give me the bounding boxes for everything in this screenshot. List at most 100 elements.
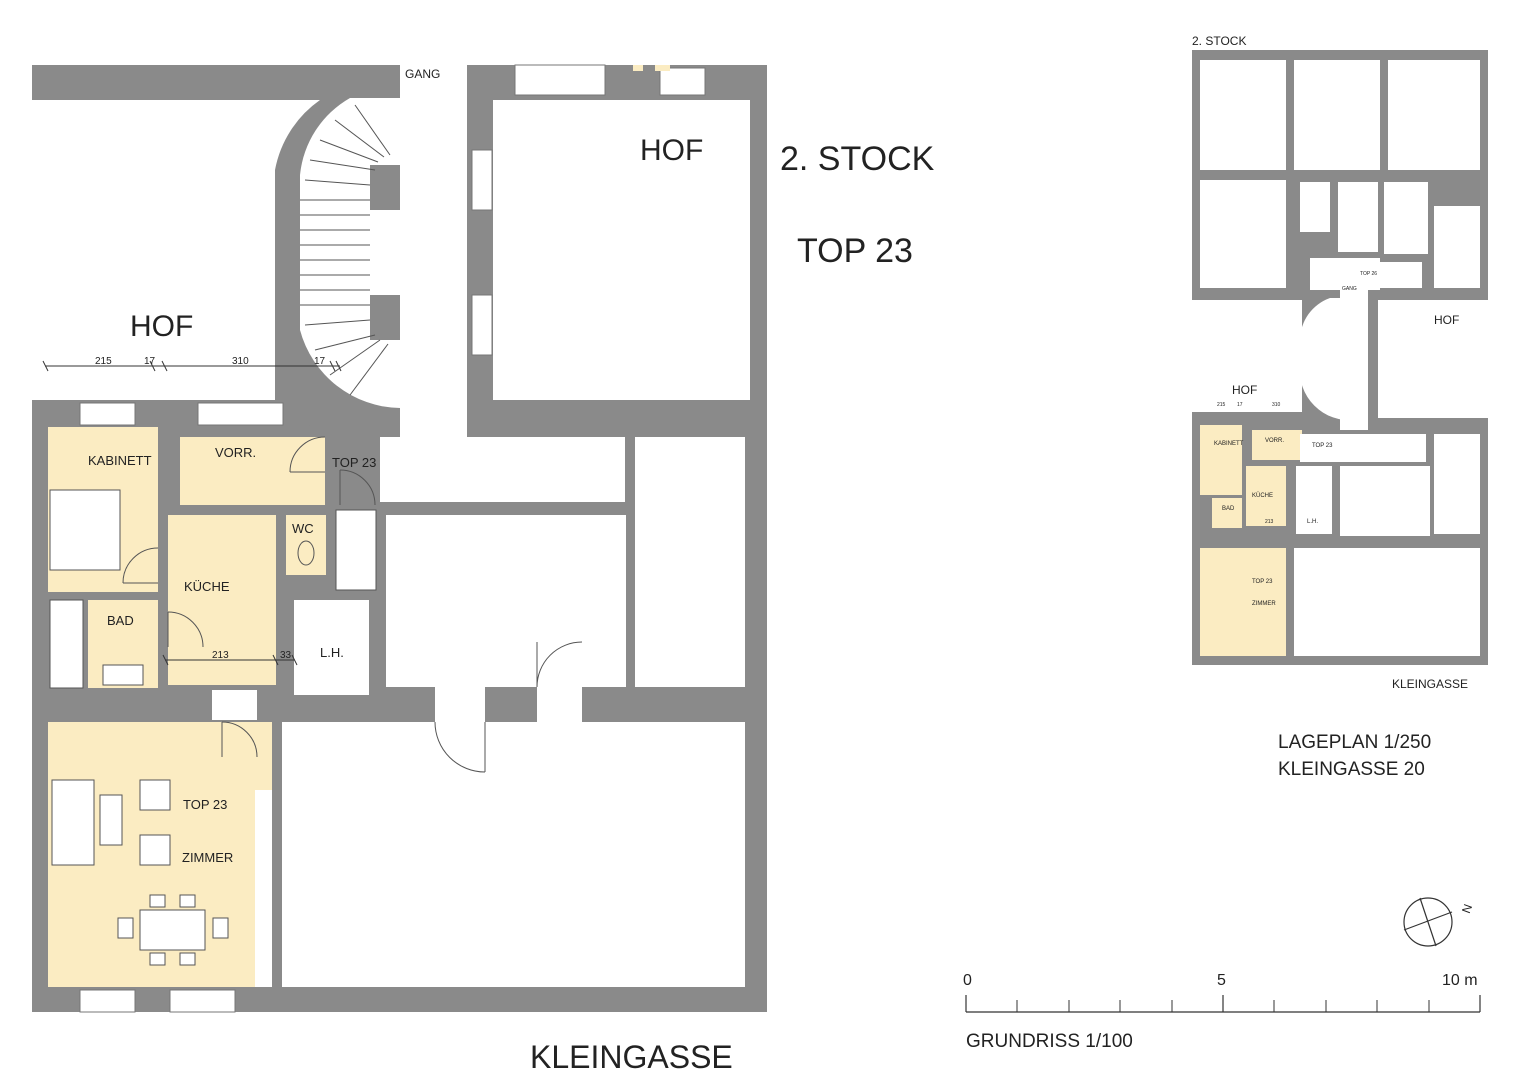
- site-dim-213: 213: [1265, 519, 1274, 525]
- room-east-2: [635, 437, 745, 687]
- stair-steps: [300, 104, 391, 396]
- site-dim-310: 310: [1272, 402, 1281, 408]
- site-label-kabinett: KABINETT: [1214, 441, 1244, 447]
- lageplan-scale: LAGEPLAN 1/250: [1278, 732, 1431, 753]
- room-kueche: [168, 515, 276, 685]
- chair-5: [149, 952, 166, 966]
- north-wall-left: [32, 65, 400, 100]
- site-label-hof-right: HOF: [1434, 313, 1459, 327]
- site-room-m6: [1380, 262, 1422, 288]
- chair-6: [179, 952, 196, 966]
- site-room-m3: [1338, 182, 1378, 252]
- scale-bar: 0 5 10 m: [963, 972, 1481, 1013]
- site-room-m5: [1434, 206, 1480, 288]
- site-room-m2: [1300, 182, 1330, 232]
- site-room-m4: [1384, 182, 1428, 254]
- label-gang: GANG: [405, 67, 440, 81]
- site-kabinett: [1200, 425, 1242, 495]
- window-north-2: [659, 67, 706, 96]
- site-room-n1: [1200, 60, 1286, 170]
- site-label-bad: BAD: [1222, 506, 1235, 512]
- corridor-lower: [380, 437, 625, 502]
- dim-17a: 17: [144, 356, 156, 367]
- room-east-1: [386, 515, 626, 687]
- label-zimmer-top: TOP 23: [183, 797, 227, 812]
- site-corridor: [1300, 434, 1426, 462]
- dim-310: 310: [232, 356, 249, 367]
- site-lh: [1296, 466, 1332, 534]
- window-north-1: [514, 64, 606, 96]
- chair-3: [149, 894, 166, 908]
- doorway-2: [537, 687, 582, 722]
- label-vorraum: VORR.: [215, 445, 256, 460]
- chair-1: [117, 917, 134, 939]
- marker-north-1: [633, 65, 643, 71]
- site-dim-215: 215: [1217, 402, 1226, 408]
- courtyard-right: [493, 100, 750, 400]
- site-room-e1: [1340, 466, 1430, 536]
- label-top23-door: TOP 23: [332, 455, 376, 470]
- room-south: [282, 722, 745, 987]
- site-zimmer: [1200, 548, 1286, 656]
- dim-33: 33: [280, 650, 292, 661]
- main-floor-plan: HOF HOF GANG 2. STOCK TOP 23 KABINETT VO…: [32, 64, 935, 1075]
- label-kabinett: KABINETT: [88, 453, 152, 468]
- window-hof-2: [471, 294, 493, 356]
- site-label-top26: TOP 26: [1360, 271, 1377, 277]
- site-label-top23: TOP 23: [1312, 443, 1333, 449]
- dim-213: 213: [212, 650, 229, 661]
- room-vorraum: [180, 437, 325, 505]
- coffee-table: [99, 794, 123, 846]
- dimension-lines: [42, 360, 342, 666]
- room-lh: [294, 600, 369, 695]
- label-lh: L.H.: [320, 645, 344, 660]
- label-floor: 2. STOCK: [780, 140, 935, 178]
- site-kueche: [1246, 466, 1286, 526]
- site-bad: [1212, 498, 1242, 528]
- scale-label-0: 0: [963, 972, 972, 989]
- chair-4: [179, 894, 196, 908]
- site-label-floor: 2. STOCK: [1192, 34, 1246, 48]
- site-label-hof-left: HOF: [1232, 383, 1257, 397]
- label-unit: TOP 23: [797, 232, 913, 270]
- site-label-street: KLEINGASSE: [1392, 677, 1468, 691]
- site-label-zimmer: ZIMMER: [1252, 601, 1276, 607]
- address: KLEINGASSE 20: [1278, 759, 1425, 780]
- site-label-lh: L.H.: [1307, 519, 1318, 525]
- window-kabinett: [79, 402, 136, 426]
- window-zimmer-1: [79, 989, 136, 1013]
- dining-table: [139, 909, 206, 951]
- label-kueche: KÜCHE: [184, 579, 230, 594]
- label-street: KLEINGASSE: [530, 1039, 733, 1075]
- lh-shaft: [335, 509, 377, 591]
- north-arrow-axis-2: [1419, 897, 1437, 947]
- site-room-e2: [1434, 434, 1480, 534]
- site-label-zimmer-top: TOP 23: [1252, 579, 1273, 585]
- north-arrow-circle: [1403, 897, 1453, 947]
- courtyard-left: [32, 100, 282, 400]
- site-vorraum: [1252, 430, 1302, 460]
- site-label-gang: GANG: [1342, 286, 1357, 292]
- sofa: [51, 779, 95, 866]
- toilet: [297, 540, 315, 566]
- dim-215: 215: [95, 356, 112, 367]
- label-bad: BAD: [107, 613, 134, 628]
- armchair-2: [139, 834, 171, 866]
- label-hof-right: HOF: [640, 134, 703, 167]
- site-plan: 2. STOCK HOF HOF KABINETT VORR. TOP 23 K…: [1192, 34, 1488, 691]
- window-hof-1: [471, 149, 493, 211]
- site-label-kueche: KÜCHE: [1252, 492, 1273, 499]
- scale-label-5: 5: [1217, 972, 1226, 989]
- marker-north-2: [655, 65, 670, 71]
- bathtub: [49, 599, 84, 689]
- passage: [212, 690, 257, 720]
- label-wc: WC: [292, 521, 314, 536]
- window-vorraum: [197, 402, 284, 426]
- doorway-1: [435, 687, 485, 722]
- armchair-1: [139, 779, 171, 811]
- corridor-gang: [400, 65, 467, 437]
- stair-pillar-bottom: [370, 295, 400, 340]
- site-dim-17: 17: [1237, 402, 1243, 408]
- site-label-vorraum: VORR.: [1265, 438, 1284, 444]
